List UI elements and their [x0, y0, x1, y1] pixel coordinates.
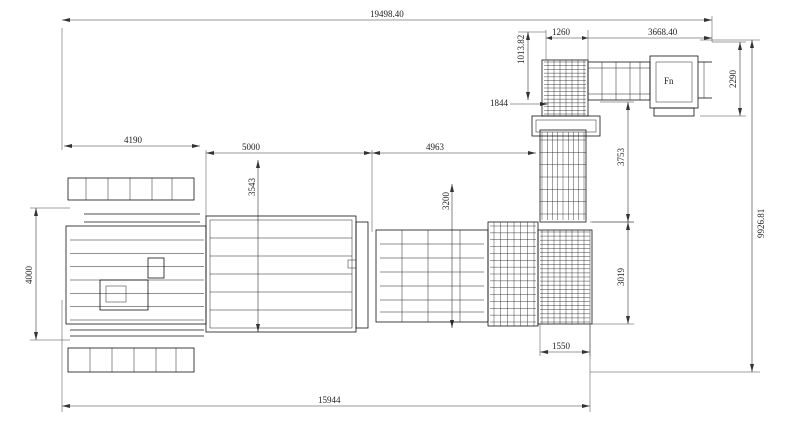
dim-center-width-text: 4963: [426, 142, 445, 152]
dim-overall-height: 9926.81: [590, 39, 766, 373]
top-storage-unit: [541, 59, 589, 117]
dim-left-height-text: 4000: [24, 266, 34, 285]
dim-overall-width: 19498.40: [61, 9, 713, 150]
dim-top-2290-text: 2290: [728, 70, 738, 89]
middle-cutting-table: [205, 215, 369, 333]
dim-right-height-3019: 3019: [592, 221, 634, 325]
dim-top-2290: 2290: [700, 41, 746, 117]
dim-top-3668: 3668.40: [588, 27, 712, 40]
dim-1844: 1844: [490, 98, 548, 108]
dim-left-width: 4190: [64, 135, 200, 148]
dim-overall-height-text: 9926.81: [756, 209, 766, 238]
dim-mid-height: 3543: [247, 160, 260, 332]
top-right-machine: Fn: [649, 55, 712, 117]
dim-center-height: 3200: [441, 184, 454, 328]
left-bottom-rack: [67, 347, 195, 373]
center-breaking-station: [375, 221, 539, 327]
top-transfer-conveyor: [587, 61, 651, 101]
dim-top-1013-text: 1013.82: [516, 35, 526, 64]
dim-top-1260-text: 1260: [552, 27, 571, 37]
dim-top-1260: 1260: [545, 27, 589, 62]
dim-center-width: 4963: [371, 142, 536, 232]
dim-mid-height-text: 3543: [247, 178, 257, 197]
dim-top-1013: 1013.82: [516, 31, 546, 100]
dim-bottom-width-text: 15944: [318, 395, 341, 405]
dim-top-3668-text: 3668.40: [648, 27, 678, 37]
dim-bottom-right-width-text: 1550: [552, 341, 571, 351]
dim-1844-text: 1844: [490, 98, 509, 108]
right-vertical-conveyor: [531, 115, 601, 223]
right-lower-conveyor: [537, 229, 593, 325]
dim-center-height-text: 3200: [441, 192, 451, 211]
left-loading-machine: [65, 213, 207, 337]
dim-bottom-right-width: 1550: [539, 324, 591, 356]
dim-right-height-3753: 3753: [590, 101, 634, 223]
dim-left-height: 4000: [24, 207, 70, 341]
left-top-rack: [67, 177, 195, 201]
dim-right-height-3753-text: 3753: [616, 148, 626, 167]
dim-left-width-text: 4190: [124, 135, 143, 145]
dim-bottom-width: 15944: [61, 300, 591, 412]
top-machine-label: Fn: [664, 76, 674, 86]
dim-right-height-3019-text: 3019: [616, 268, 626, 287]
dim-mid-width-text: 5000: [242, 142, 261, 152]
dim-overall-width-text: 19498.40: [370, 9, 404, 19]
dim-mid-width: 5000: [205, 142, 372, 216]
